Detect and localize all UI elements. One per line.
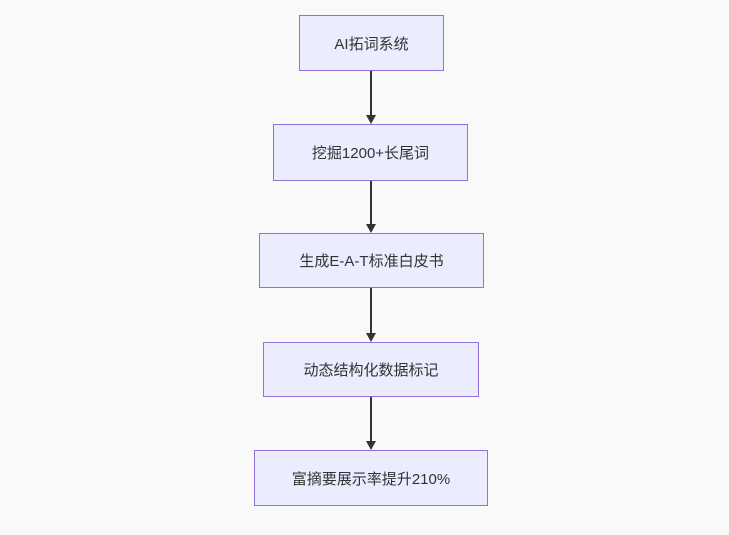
- arrow-head-icon: [366, 224, 376, 233]
- flow-arrow: [366, 397, 376, 450]
- arrow-head-icon: [366, 115, 376, 124]
- flow-arrow: [366, 181, 376, 233]
- flow-arrow: [366, 288, 376, 342]
- flow-node-longtail-keywords: 挖掘1200+长尾词: [273, 124, 468, 181]
- flow-arrow: [366, 71, 376, 124]
- flow-node-rich-snippet-rate: 富摘要展示率提升210%: [254, 450, 488, 506]
- arrow-line: [370, 397, 372, 441]
- flow-node-ai-word-expansion: AI拓词系统: [299, 15, 444, 71]
- arrow-line: [370, 181, 372, 224]
- flow-node-eat-whitepaper: 生成E-A-T标准白皮书: [259, 233, 484, 288]
- arrow-line: [370, 71, 372, 115]
- arrow-line: [370, 288, 372, 333]
- arrow-head-icon: [366, 441, 376, 450]
- arrow-head-icon: [366, 333, 376, 342]
- flow-node-structured-data-markup: 动态结构化数据标记: [263, 342, 479, 397]
